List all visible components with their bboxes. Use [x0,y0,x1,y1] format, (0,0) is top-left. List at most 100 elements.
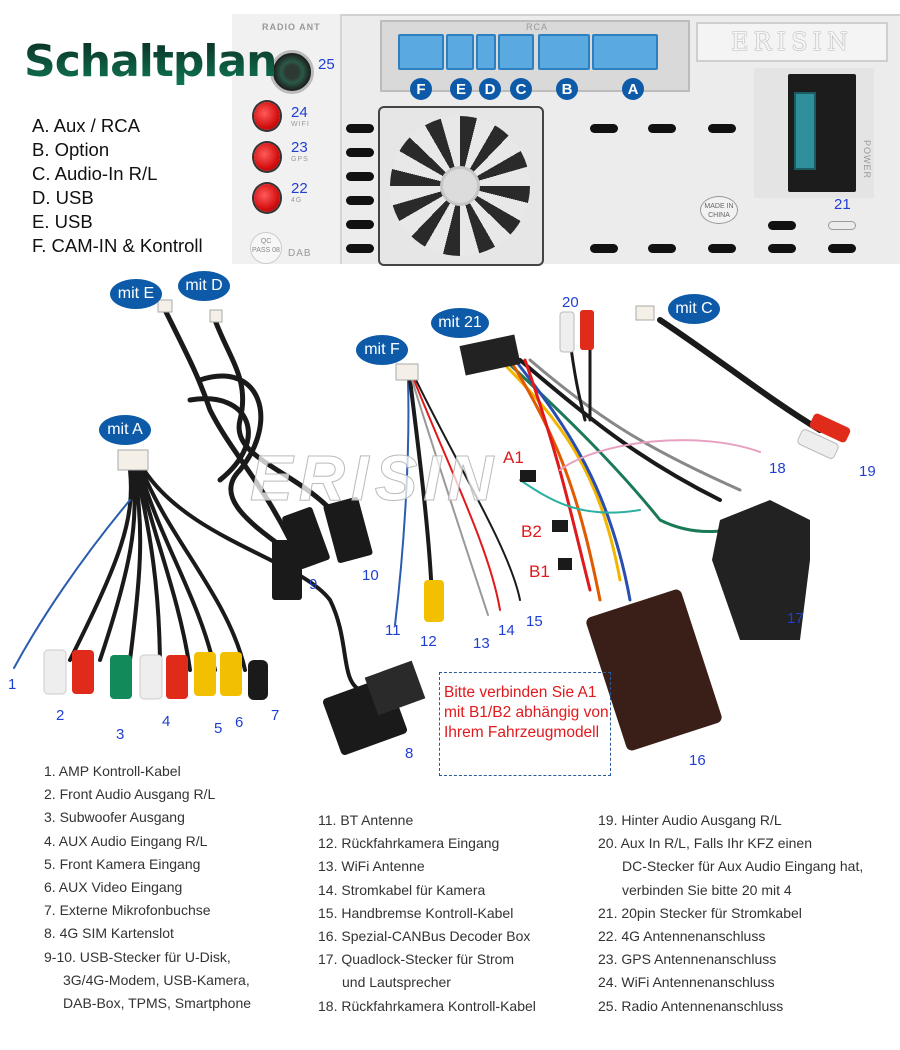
canbus-decoder-box [586,589,722,751]
desc-item: 5. Front Kamera Eingang [44,855,201,872]
description-column-1: 1. AMP Kontroll-Kabel 2. Front Audio Aus… [44,760,251,1015]
legend-item-f: F. CAM-IN & Kontroll [32,235,203,256]
connector-e [446,34,474,70]
gps-sub-label: GPS [291,156,309,163]
qc-pass-sticker: QC PASS 08 [250,232,282,264]
connector-a [592,34,658,70]
desc-item: 17. Quadlock-Stecker für Strom [318,951,515,968]
label-4: 4 [162,713,171,730]
label-23: 23 [291,139,308,156]
label-21: 21 [834,196,851,213]
desc-item: 14. Stromkabel für Kamera [318,881,486,898]
port-badge-f: F [410,78,432,100]
label-22: 22 [291,180,308,197]
rca-jack-19-white [797,429,839,459]
vent-slot [346,124,374,133]
vent-slot [590,124,618,133]
desc-item: 6. AUX Video Eingang [44,879,183,896]
vent-slot [708,124,736,133]
port-badge-e: E [450,78,472,100]
label-19: 19 [859,463,876,480]
wifi-antenna-port [254,102,280,130]
rca-label: RCA [526,22,549,32]
vent-slot [648,244,676,253]
vent-slot [346,148,374,157]
connector-a-plug [117,449,149,471]
rca-jacks [43,649,268,700]
desc-item: 12. Rückfahrkamera Eingang [318,835,500,852]
gps-antenna-port [254,143,280,171]
desc-item: 8. 4G SIM Kartenslot [44,925,174,942]
rca-plug-20-red [580,310,594,350]
connector-f-plug [395,363,419,381]
vent-slot [346,220,374,229]
quadlock-connector [712,500,810,640]
vent-slot [346,196,374,205]
pill-mit-f: mit F [356,335,408,365]
wiring-harness-illustration: ERISIN [13,299,851,756]
green-link-wire [519,479,641,514]
fan-hub [440,166,480,206]
label-13: 13 [473,635,490,652]
desc-item: 2. Front Audio Ausgang R/L [44,786,216,803]
desc-item: 16. Spezial-CANBus Decoder Box [318,928,531,945]
rca-jack-2-white [43,649,67,695]
legend-item-a: A. Aux / RCA [32,115,140,136]
label-6: 6 [235,714,244,731]
connector-e-plug [157,299,173,313]
connector-c-plug [635,305,655,321]
port-legend: A. Aux / RCA B. Option C. Audio-In R/L D… [32,114,203,258]
pill-mit-d: mit D [178,271,230,301]
label-25: 25 [318,56,335,73]
label-12: 12 [420,633,437,650]
rca-jack-4-red [166,655,188,699]
label-15: 15 [526,613,543,630]
desc-item: 1. AMP Kontroll-Kabel [44,763,181,779]
label-2: 2 [56,707,65,724]
connector-f [398,34,444,70]
rca-jack-19-red [809,413,851,443]
label-17: 17 [787,610,804,627]
rca-jack-12-yellow [424,580,444,622]
label-9: 9 [309,576,318,593]
usb-plug-9b [282,507,330,569]
rca-jack-4-white [139,654,163,700]
rca-plug-20-white [559,311,575,353]
page-title: Schaltplan [24,36,277,87]
label-b1: B1 [529,562,550,581]
pill-mit-e: mit E [110,279,162,309]
cable-f-bundle [394,378,521,626]
4g-sub-label: 4G [291,197,303,204]
label-b2: B2 [521,522,542,541]
radio-ant-label: RADIO ANT [262,22,321,32]
label-8: 8 [405,745,414,762]
desc-item: 9-10. USB-Stecker für U-Disk, [44,948,231,965]
label-10: 10 [362,567,379,584]
made-in-china-stamp: MADE IN CHINA [700,196,738,224]
erisin-watermark: ERISIN [250,442,499,514]
4g-antenna-port [254,184,280,212]
connection-note: Bitte verbinden Sie A1 mit B1/B2 abhängi… [439,672,611,776]
vent-slot [346,244,374,253]
port-badge-b: B [556,78,578,100]
label-5: 5 [214,720,223,737]
usb-plug-10 [323,497,373,563]
desc-item: 21. 20pin Stecker für Stromkabel [598,904,802,921]
port-badge-d: D [479,78,501,100]
vent-slot [590,244,618,253]
rca-jack-3-green [110,655,132,699]
connector-b2 [552,520,568,532]
desc-item: 18. Rückfahrkamera Kontroll-Kabel [318,997,536,1014]
connector-b [538,34,590,70]
cable-a-bundle [68,468,362,692]
desc-item: 20. Aux In R/L, Falls Ihr KFZ einen [598,835,812,852]
usb-cable-bundle [162,307,343,563]
brand-logo-plate: ERISIN [696,22,888,62]
vent-slot [708,244,736,253]
label-3: 3 [116,726,125,743]
vent-slot [768,221,796,230]
port-badge-a: A [622,78,644,100]
desc-item: 23. GPS Antennenanschluss [598,951,777,968]
desc-item-cont: verbinden Sie bitte 20 mit 4 [622,881,792,898]
fuse-icon [794,92,816,170]
